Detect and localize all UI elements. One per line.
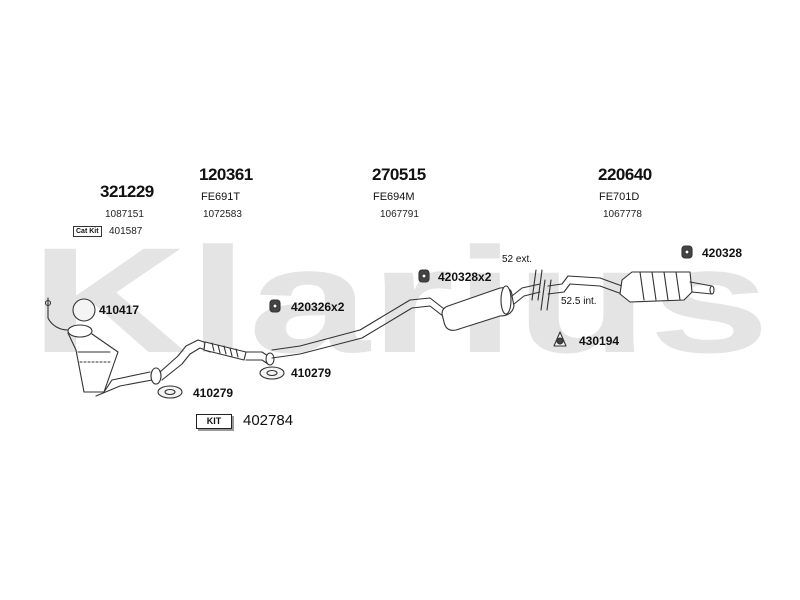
part-410279a-icon — [157, 385, 183, 399]
part-label-410417: 410417 — [99, 303, 140, 317]
kit-number: 402784 — [243, 412, 294, 429]
group-3-code: FE694M — [373, 191, 415, 203]
group-1-part-number: 321229 — [100, 182, 154, 201]
group-4-reference: 1067778 — [603, 209, 642, 220]
group-1-reference: 1087151 — [105, 209, 144, 220]
group-2-code: FE691T — [201, 191, 241, 203]
cat-kit-badge: Cat Kit — [73, 226, 102, 237]
middle-section — [271, 269, 552, 359]
part-420328x2-icon — [418, 269, 430, 283]
lambda-sensor — [44, 297, 69, 331]
part-label-430194: 430194 — [579, 334, 620, 348]
part-410279b-icon — [259, 366, 285, 380]
note-ext: 52 ext. — [502, 254, 533, 265]
part-410417-icon — [72, 298, 96, 322]
part-label-410279-front: 410279 — [193, 386, 234, 400]
group-2-part-number: 120361 — [199, 165, 253, 184]
rear-silencer — [547, 271, 715, 303]
part-label-420326x2: 420326x2 — [291, 300, 345, 314]
part-label-420328: 420328 — [702, 246, 743, 260]
group-3-reference: 1067791 — [380, 209, 419, 220]
group-3-part-number: 270515 — [372, 165, 426, 184]
group-4-code: FE701D — [599, 191, 640, 203]
kit-badge: KIT — [196, 414, 232, 429]
group-4-part-number: 220640 — [598, 165, 652, 184]
part-430194-icon — [553, 331, 567, 347]
front-pipe — [159, 339, 275, 381]
cat-kit-number: 401587 — [109, 226, 143, 237]
note-int: 52.5 int. — [561, 296, 597, 307]
part-label-410279-mid: 410279 — [291, 366, 332, 380]
catalytic-converter — [67, 324, 162, 397]
part-420328-icon — [681, 245, 693, 259]
part-label-420328x2: 420328x2 — [438, 270, 492, 284]
part-420326-icon — [269, 299, 281, 313]
group-2-reference: 1072583 — [203, 209, 242, 220]
